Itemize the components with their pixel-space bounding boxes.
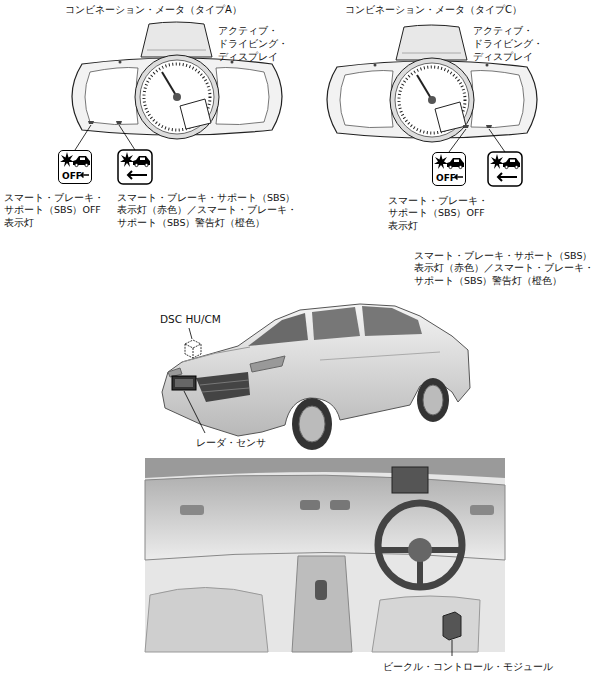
text-line: スマート・ブレーキ・ [4,192,104,204]
text-line: スマート・ブレーキ・サポート（SBS） [117,192,297,204]
icon-text: OFF [62,172,82,182]
figure-title: コンビネーション・メータ（タイプA） [65,3,242,16]
text-line: スマート・ブレーキ・サポート（SBS） [414,250,594,262]
part-label: DSC HU/CM [160,313,221,327]
indicator-icon: OFF [58,150,92,184]
text-line: ディスプレイ [218,50,288,63]
part-label: アクティブ・ ドライビング・ ディスプレイ [473,24,543,63]
text-line: 表示灯 [4,217,104,229]
text-line: サポート（SBS）OFF [4,204,104,216]
part-label: ビークル・コントロール・モジュール [383,660,553,673]
text-line: サポート（SBS）警告灯（橙色） [117,217,297,229]
text-line: ドライビング・ [218,37,288,50]
text-line: サポート（SBS）警告灯（橙色） [414,275,594,287]
part-label: スマート・ブレーキ・ サポート（SBS）OFF 表示灯 [4,192,104,229]
part-label: スマート・ブレーキ・サポート（SBS） 表示灯（赤色）／スマート・ブレーキ・ サ… [117,192,297,229]
text-line: ドライビング・ [473,37,543,50]
text-line: 表示灯 [388,220,488,232]
text-line: アクティブ・ [218,24,288,37]
indicator-icon: OFF [432,152,466,186]
text-line: サポート（SBS）OFF [388,207,488,219]
text-line: ディスプレイ [473,50,543,63]
text-line: 表示灯（赤色）／スマート・ブレーキ・ [117,204,297,216]
text-line: 表示灯（赤色）／スマート・ブレーキ・ [414,262,594,274]
part-label: スマート・ブレーキ・サポート（SBS） 表示灯（赤色）／スマート・ブレーキ・ サ… [414,250,594,287]
figure-title: コンビネーション・メータ（タイプC） [345,3,522,16]
part-label: スマート・ブレーキ・ サポート（SBS）OFF 表示灯 [388,195,488,232]
icon-text: OFF [436,174,456,184]
part-label: アクティブ・ ドライビング・ ディスプレイ [218,24,288,63]
text-line: スマート・ブレーキ・ [388,195,488,207]
part-label: レーダ・センサ [196,436,266,449]
text-line: アクティブ・ [473,24,543,37]
